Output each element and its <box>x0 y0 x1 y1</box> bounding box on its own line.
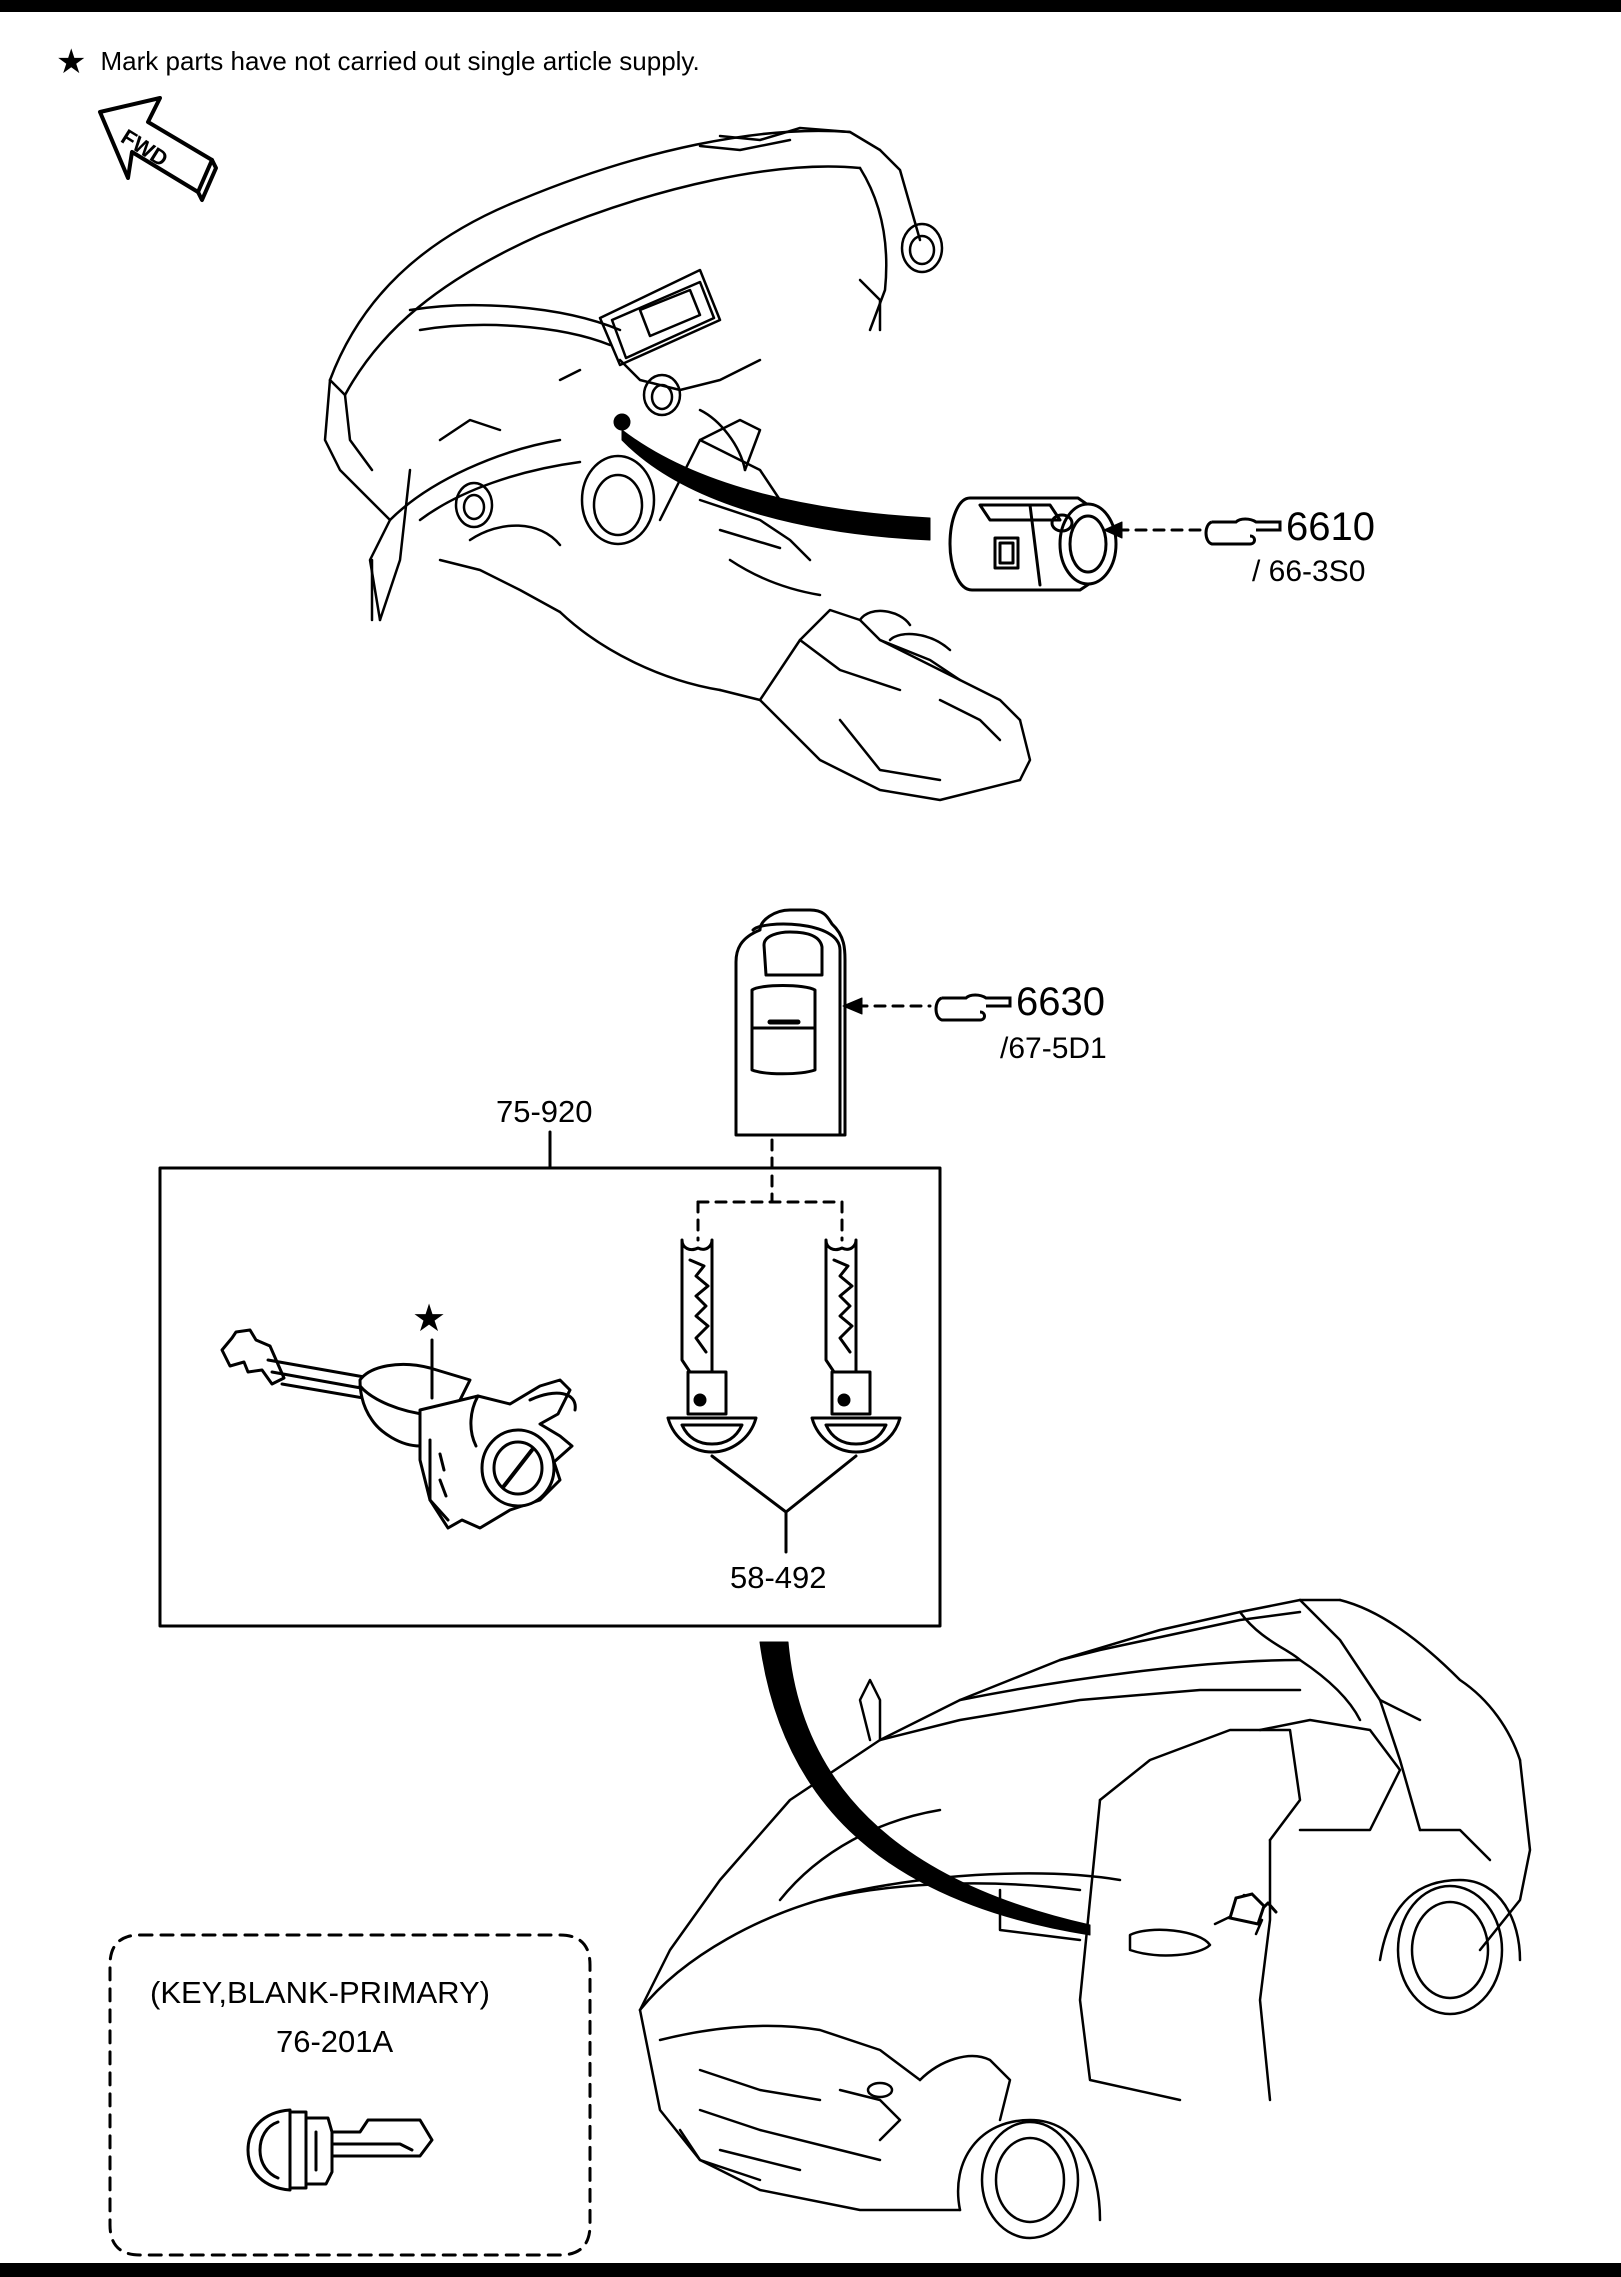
pointing-hand-icon <box>1228 1892 1266 1926</box>
smart-key-fob <box>734 908 847 1137</box>
emergency-key-left <box>666 1238 758 1454</box>
part-number-58-492[interactable]: 58-492 <box>730 1560 827 1595</box>
arrowhead-6630 <box>842 997 863 1015</box>
blank-key-name: (KEY,BLANK-PRIMARY) <box>150 1975 490 2010</box>
blank-key-inset-box <box>108 1933 592 2257</box>
pointing-hand-icon <box>934 993 1012 1022</box>
part-number-76-201a[interactable]: 76-201A <box>276 2024 394 2059</box>
lock-cylinder <box>220 1328 577 1530</box>
star-icon: ★ <box>56 43 87 81</box>
ref-number-6610[interactable]: 6610 <box>1286 505 1375 549</box>
bottom-rule <box>0 2263 1621 2277</box>
keys-leader <box>710 1454 858 1554</box>
supply-note: ★ Mark parts have not carried out single … <box>56 42 700 82</box>
dashboard-illustration <box>323 126 1032 802</box>
emergency-key-right <box>810 1238 902 1454</box>
button-location-dot <box>613 413 631 431</box>
supply-note-text: Mark parts have not carried out single a… <box>100 46 700 76</box>
ref-page-66-3s0: / 66-3S0 <box>1252 555 1366 588</box>
arrowhead-6610 <box>1103 521 1123 539</box>
fwd-arrow-icon <box>98 96 218 202</box>
ref-page-67-5d1: /67-5D1 <box>1000 1032 1107 1065</box>
push-button-start-switch <box>948 496 1118 592</box>
top-rule <box>0 0 1621 12</box>
car-illustration <box>638 1598 1532 2240</box>
star-icon: ★ <box>412 1298 447 1340</box>
ref-number-6630[interactable]: 6630 <box>1016 980 1105 1024</box>
blank-key <box>246 2108 434 2192</box>
leader-to-push-button <box>621 429 931 541</box>
part-number-75-920[interactable]: 75-920 <box>496 1094 593 1129</box>
leader-to-door-lock <box>759 1641 1091 1936</box>
pointing-hand-icon <box>1204 517 1282 546</box>
